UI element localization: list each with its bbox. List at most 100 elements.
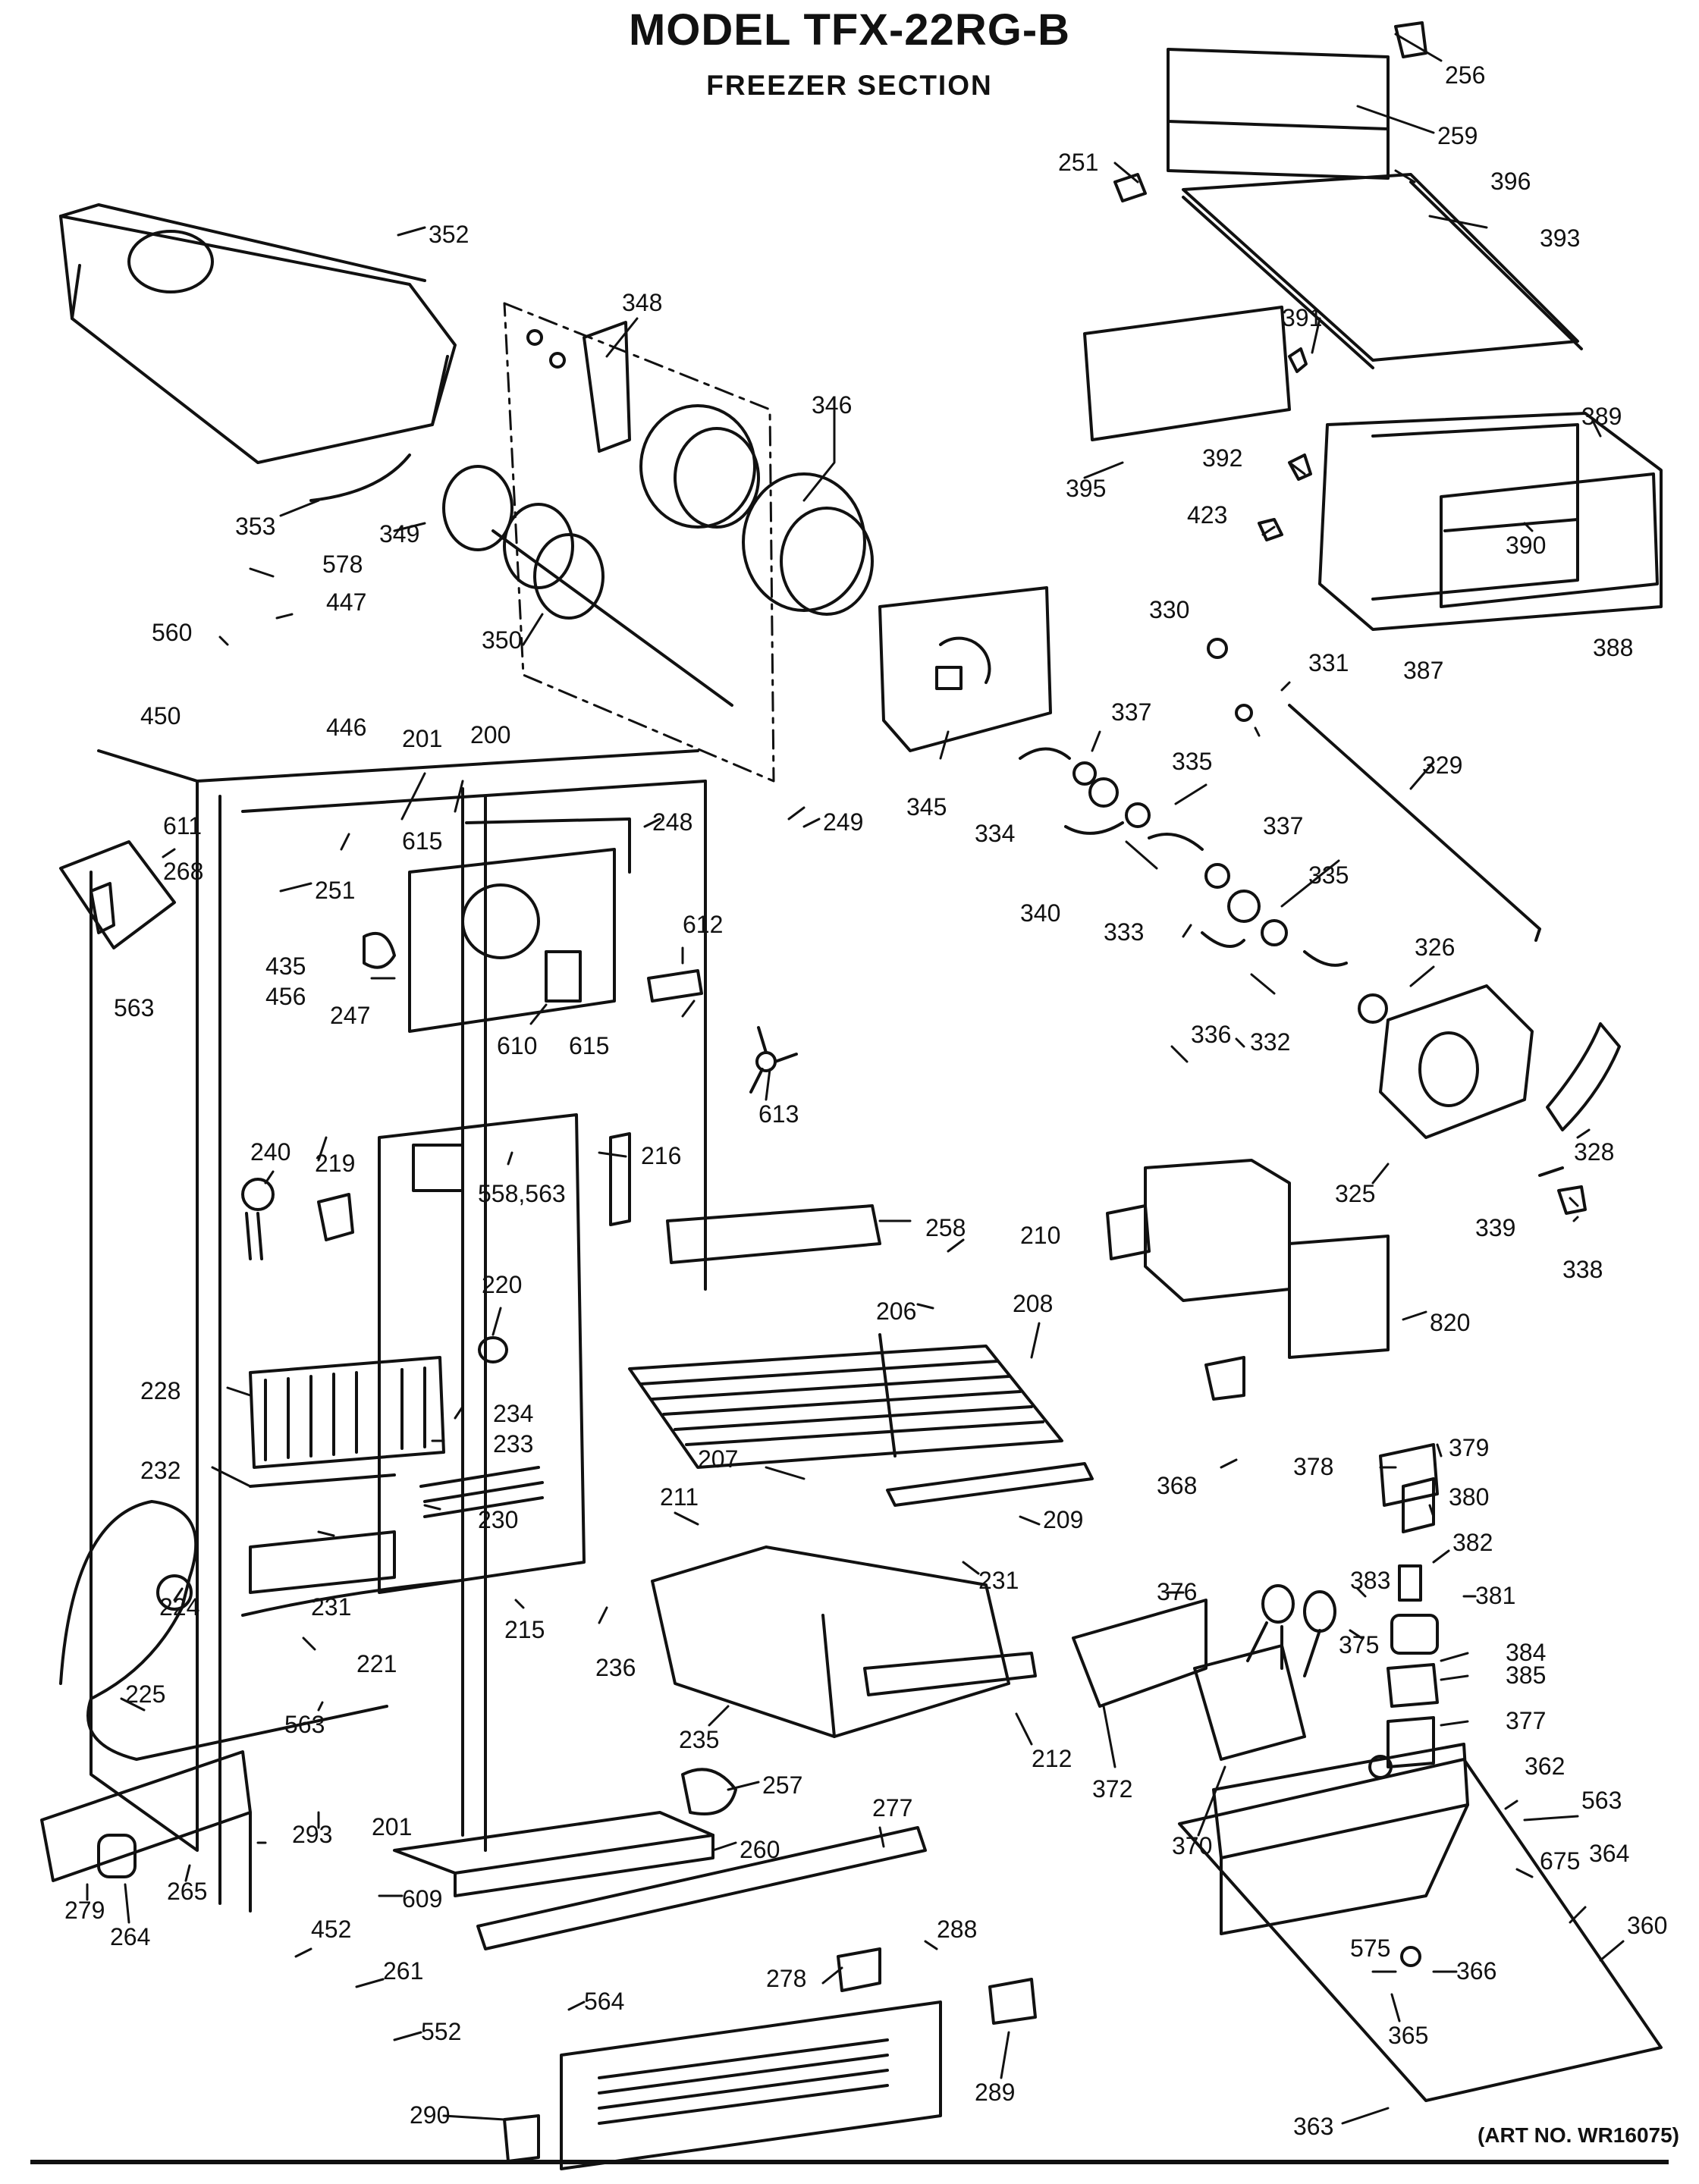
callout-390: 390 — [1506, 532, 1546, 559]
callout-379: 379 — [1449, 1434, 1489, 1461]
dispenser-motor — [1379, 984, 1621, 1215]
callout-395: 395 — [1066, 475, 1106, 502]
callout-339: 339 — [1475, 1214, 1515, 1241]
callout-391: 391 — [1282, 304, 1322, 331]
diagram-subtitle: FREEZER SECTION — [706, 70, 993, 101]
callout-220: 220 — [482, 1271, 522, 1298]
callout-552: 552 — [421, 2018, 461, 2045]
callout-228: 228 — [140, 1377, 181, 1404]
callout-225: 225 — [125, 1680, 165, 1708]
callout-578: 578 — [322, 551, 363, 578]
callout-384: 384 — [1506, 1639, 1546, 1666]
callout-378: 378 — [1293, 1453, 1333, 1480]
callout-268: 268 — [163, 858, 203, 885]
callout-435: 435 — [265, 952, 306, 980]
callout-335b: 335 — [1308, 861, 1349, 889]
callout-563c: 563 — [1581, 1787, 1622, 1814]
callout-289: 289 — [975, 2079, 1015, 2106]
callout-215: 215 — [504, 1616, 545, 1643]
callout-452: 452 — [311, 1916, 351, 1943]
callout-235: 235 — [679, 1726, 719, 1753]
callout-560: 560 — [152, 619, 192, 646]
callout-200: 200 — [470, 721, 510, 748]
callout-381: 381 — [1475, 1582, 1515, 1609]
callout-392: 392 — [1202, 444, 1242, 472]
lower-frame-and-grille — [40, 1750, 1037, 2170]
callout-611: 611 — [163, 812, 202, 839]
callout-230: 230 — [478, 1506, 518, 1533]
callout-338: 338 — [1562, 1256, 1603, 1283]
callout-385: 385 — [1506, 1662, 1546, 1689]
callout-293: 293 — [292, 1821, 332, 1848]
callout-609: 609 — [402, 1885, 442, 1913]
callout-216: 216 — [641, 1142, 681, 1169]
leader-lines — [86, 33, 1625, 2125]
callout-201b: 201 — [372, 1813, 412, 1840]
callout-259: 259 — [1437, 122, 1478, 149]
callout-345: 345 — [906, 793, 947, 821]
linkage-cams — [1019, 638, 1541, 1024]
callout-236: 236 — [595, 1654, 636, 1681]
callout-363: 363 — [1293, 2113, 1333, 2140]
callout-332: 332 — [1250, 1028, 1290, 1056]
callout-362: 362 — [1525, 1753, 1565, 1780]
callout-264: 264 — [110, 1923, 150, 1950]
callout-364: 364 — [1589, 1840, 1629, 1867]
callout-231b: 231 — [311, 1593, 351, 1621]
callout-279: 279 — [64, 1897, 105, 1924]
defrost-heater — [59, 1500, 457, 1761]
callout-334: 334 — [975, 820, 1015, 847]
dispenser-controls — [1246, 1443, 1439, 1768]
callout-389: 389 — [1581, 403, 1622, 430]
callout-446: 446 — [326, 714, 366, 741]
callout-256: 256 — [1445, 61, 1485, 89]
callout-326: 326 — [1415, 934, 1455, 961]
callout-208: 208 — [1013, 1290, 1053, 1317]
callout-564: 564 — [584, 1988, 624, 2015]
freezer-cabinet-liner — [90, 749, 707, 1905]
callout-234: 234 — [493, 1400, 533, 1427]
callout-210: 210 — [1020, 1222, 1060, 1249]
callout-350: 350 — [482, 626, 522, 654]
callout-257: 257 — [762, 1771, 802, 1799]
callout-820: 820 — [1430, 1309, 1470, 1336]
callout-337b: 337 — [1263, 812, 1303, 839]
callout-224: 224 — [159, 1593, 199, 1621]
art-number: (ART NO. WR16075) — [1477, 2123, 1679, 2147]
callout-360: 360 — [1627, 1912, 1667, 1939]
callout-376: 376 — [1157, 1578, 1197, 1605]
callout-240: 240 — [250, 1138, 290, 1166]
callout-336: 336 — [1191, 1021, 1231, 1048]
callout-247: 247 — [330, 1002, 370, 1029]
icemaker-assembly — [1106, 1159, 1390, 1401]
callout-221: 221 — [356, 1650, 397, 1677]
callout-251b: 251 — [315, 877, 355, 904]
callout-615: 615 — [402, 827, 442, 855]
callout-209: 209 — [1043, 1506, 1083, 1533]
callout-333: 333 — [1104, 918, 1144, 946]
callout-610: 610 — [497, 1032, 537, 1059]
callout-423: 423 — [1187, 501, 1227, 529]
callout-328: 328 — [1574, 1138, 1614, 1166]
callout-288: 288 — [937, 1916, 977, 1943]
callout-277: 277 — [872, 1794, 912, 1822]
callout-563b: 563 — [284, 1711, 325, 1738]
callout-258: 258 — [925, 1214, 966, 1241]
callout-388: 388 — [1593, 634, 1633, 661]
callout-251: 251 — [1058, 149, 1098, 176]
callout-329: 329 — [1422, 752, 1462, 779]
callout-450: 450 — [140, 702, 181, 730]
callout-393: 393 — [1540, 224, 1580, 252]
callout-387: 387 — [1403, 657, 1443, 684]
callout-456: 456 — [265, 983, 306, 1010]
callout-612: 612 — [683, 911, 723, 938]
diagram-title: MODEL TFX-22RG-B — [628, 5, 1071, 55]
callout-348: 348 — [622, 289, 662, 316]
callout-563: 563 — [114, 994, 154, 1021]
callout-613: 613 — [758, 1100, 799, 1128]
callout-346: 346 — [812, 391, 852, 419]
callout-447: 447 — [326, 588, 366, 616]
auger-assembly — [442, 302, 874, 783]
motor-mounting-plate — [878, 586, 1052, 752]
